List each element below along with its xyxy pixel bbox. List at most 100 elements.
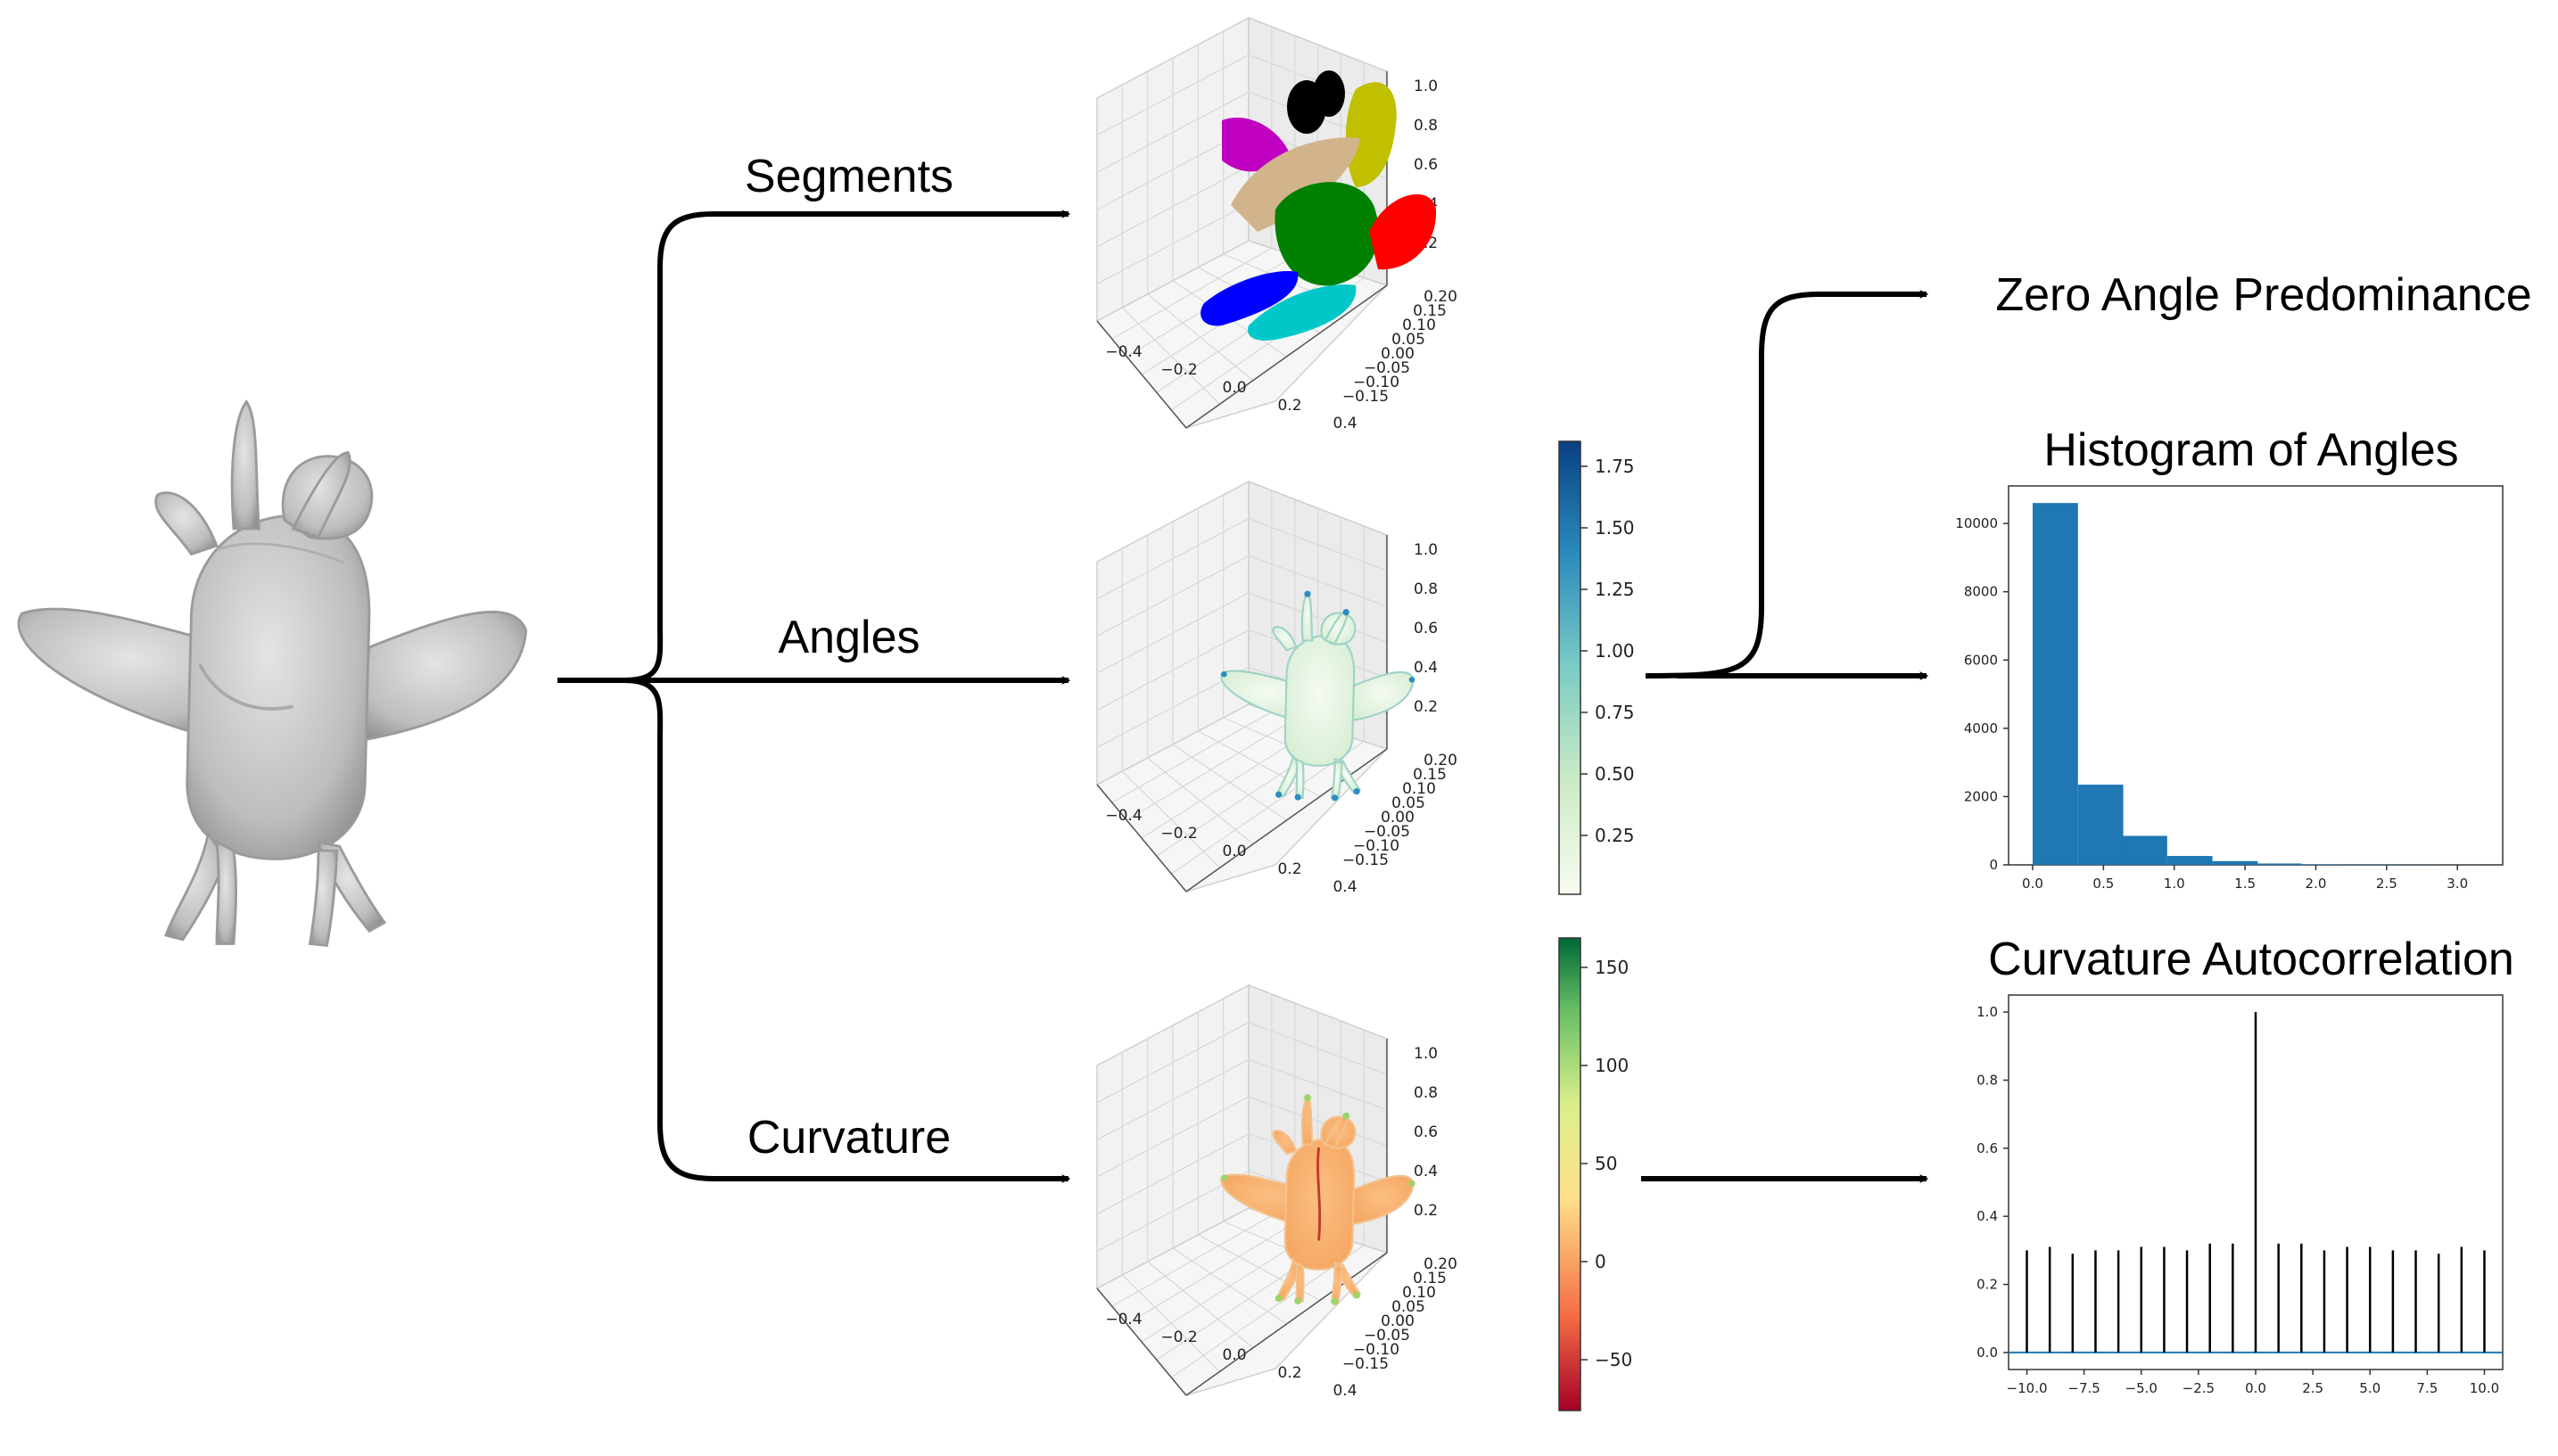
colorbar-tick-label: 0.75 bbox=[1595, 702, 1635, 723]
y-tick-label: −0.15 bbox=[1342, 1355, 1389, 1373]
z-tick-label: 0.2 bbox=[1414, 1202, 1438, 1220]
x-tick-label: 1.5 bbox=[2234, 876, 2256, 892]
connector-lines bbox=[557, 210, 1929, 1183]
histogram-bar bbox=[2032, 503, 2078, 865]
histogram-bar bbox=[2121, 835, 2167, 865]
y-tick-label: 0.20 bbox=[1423, 288, 1457, 306]
x-tick-label: −7.5 bbox=[2067, 1380, 2100, 1396]
histogram-title: Histogram of Angles bbox=[2043, 424, 2458, 476]
z-tick-label: 0.4 bbox=[1414, 1163, 1438, 1180]
histogram-bar bbox=[2256, 863, 2302, 865]
colorbar-tick-label: 150 bbox=[1595, 957, 1629, 978]
y-tick-label: 0.05 bbox=[1391, 331, 1425, 349]
autocorr-title: Curvature Autocorrelation bbox=[1988, 934, 2514, 985]
x-tick-label: 5.0 bbox=[2359, 1380, 2381, 1396]
x-tick-label: −0.4 bbox=[1105, 807, 1142, 825]
segments-3d-plot: −0.4−0.20.00.20.40.200.150.100.050.00−0.… bbox=[1095, 16, 1457, 432]
x-tick-label: 10.0 bbox=[2470, 1380, 2499, 1396]
y-tick-label: −0.10 bbox=[1353, 374, 1399, 391]
y-tick-label: 0.15 bbox=[1413, 1270, 1447, 1287]
x-tick-label: 0.0 bbox=[1222, 843, 1246, 860]
histogram-bar bbox=[2077, 785, 2124, 865]
z-tick-label: 0.8 bbox=[1414, 1084, 1438, 1102]
z-tick-label: 0.6 bbox=[1414, 620, 1438, 638]
x-tick-label: 2.5 bbox=[2302, 1380, 2323, 1396]
z-tick-label: 0.8 bbox=[1414, 117, 1438, 135]
curvature-colored-bird bbox=[1220, 1094, 1415, 1305]
y-tick-label: 0.20 bbox=[1423, 752, 1457, 769]
y-tick-label: 0.00 bbox=[1381, 345, 1415, 363]
y-tick-label: 10000 bbox=[1955, 515, 1998, 531]
x-tick-label: 0.0 bbox=[1222, 379, 1246, 397]
branch-curvature-line bbox=[623, 678, 1071, 1183]
x-tick-label: 0.0 bbox=[2245, 1380, 2266, 1396]
colorbar-tick-label: −50 bbox=[1595, 1349, 1632, 1370]
colorbar-tick-label: 1.75 bbox=[1595, 456, 1635, 477]
y-tick-label: 0.4 bbox=[1976, 1208, 1998, 1224]
y-tick-label: 0.10 bbox=[1402, 780, 1436, 798]
x-tick-label: −0.2 bbox=[1160, 1328, 1197, 1346]
z-tick-label: 0.2 bbox=[1414, 698, 1438, 716]
y-tick-label: 8000 bbox=[1964, 584, 1998, 600]
x-tick-label: 0.4 bbox=[1333, 878, 1357, 896]
x-tick-label: 0.2 bbox=[1277, 860, 1301, 878]
z-tick-label: 0.6 bbox=[1414, 1123, 1438, 1141]
x-tick-label: −0.4 bbox=[1105, 1311, 1142, 1328]
y-tick-label: 0.10 bbox=[1402, 1284, 1436, 1302]
y-tick-label: 0.00 bbox=[1381, 1312, 1415, 1330]
x-tick-label: −0.2 bbox=[1160, 361, 1197, 379]
z-tick-label: 1.0 bbox=[1414, 1045, 1438, 1063]
x-tick-label: −0.2 bbox=[1160, 825, 1197, 843]
y-tick-label: 0.10 bbox=[1402, 317, 1436, 334]
x-tick-label: 3.0 bbox=[2447, 876, 2468, 892]
y-tick-label: −0.10 bbox=[1353, 837, 1399, 855]
input-mesh-bird bbox=[17, 400, 528, 947]
y-tick-label: −0.15 bbox=[1342, 388, 1389, 406]
angles-colorbar: 1.751.501.251.000.750.500.25 bbox=[1558, 440, 1635, 895]
y-tick-label: 0.6 bbox=[1976, 1140, 1998, 1156]
z-tick-label: 1.0 bbox=[1414, 78, 1438, 95]
angles-label: Angles bbox=[779, 612, 920, 663]
y-tick-label: −0.05 bbox=[1364, 823, 1410, 841]
y-tick-label: 0.15 bbox=[1413, 766, 1447, 784]
y-tick-label: 0.20 bbox=[1423, 1255, 1457, 1273]
curvature-3d-plot: −0.4 −0.2 0.0 0.2 0.4 0.200.150.100.050.00 −0.… bbox=[1095, 983, 1457, 1400]
zero-angle-predominance-label: Zero Angle Predominance bbox=[1995, 269, 2531, 321]
x-tick-label: 0.2 bbox=[1277, 1364, 1301, 1382]
y-tick-label: 4000 bbox=[1964, 720, 1998, 736]
colorbar-tick-label: 0 bbox=[1595, 1251, 1606, 1272]
x-tick-label: 2.0 bbox=[2306, 876, 2327, 892]
angles-colored-bird bbox=[1220, 590, 1415, 802]
histogram-bar bbox=[2301, 864, 2348, 865]
colorbar-tick-label: 1.25 bbox=[1595, 579, 1635, 600]
x-tick-label: 2.5 bbox=[2376, 876, 2397, 892]
z-tick-label: 1.0 bbox=[1414, 541, 1438, 559]
curvature-label: Curvature bbox=[747, 1112, 951, 1164]
y-tick-label: 0.05 bbox=[1391, 1298, 1425, 1316]
x-tick-label: 0.2 bbox=[1277, 397, 1301, 415]
x-tick-label: 0.4 bbox=[1333, 415, 1357, 432]
branch-segments-line bbox=[623, 210, 1071, 683]
y-tick-label: 0.00 bbox=[1381, 809, 1415, 827]
segmented-bird bbox=[1201, 70, 1437, 341]
x-tick-label: −5.0 bbox=[2125, 1380, 2158, 1396]
colorbar-tick-label: 0.50 bbox=[1595, 763, 1635, 785]
y-tick-label: 1.0 bbox=[1976, 1004, 1998, 1020]
angles-3d-plot: −0.4−0.20.00.20.40.200.150.100.050.00−0.… bbox=[1095, 480, 1457, 896]
x-tick-label: −10.0 bbox=[2007, 1380, 2048, 1396]
y-tick-label: −0.15 bbox=[1342, 851, 1389, 869]
x-tick-label: 0.0 bbox=[1222, 1346, 1246, 1364]
angles-to-zero-angle-line bbox=[1645, 290, 1929, 679]
y-tick-label: −0.10 bbox=[1353, 1341, 1399, 1359]
x-tick-label: 7.5 bbox=[2416, 1380, 2438, 1396]
colorbar-tick-label: 50 bbox=[1595, 1153, 1617, 1174]
segments-label: Segments bbox=[745, 151, 953, 202]
y-tick-label: 0.0 bbox=[1976, 1345, 1998, 1361]
x-tick-label: 0.5 bbox=[2092, 876, 2114, 892]
colorbar-tick-label: 0.25 bbox=[1595, 825, 1635, 846]
y-tick-label: −0.05 bbox=[1364, 359, 1410, 377]
x-tick-label: 1.0 bbox=[2164, 876, 2185, 892]
